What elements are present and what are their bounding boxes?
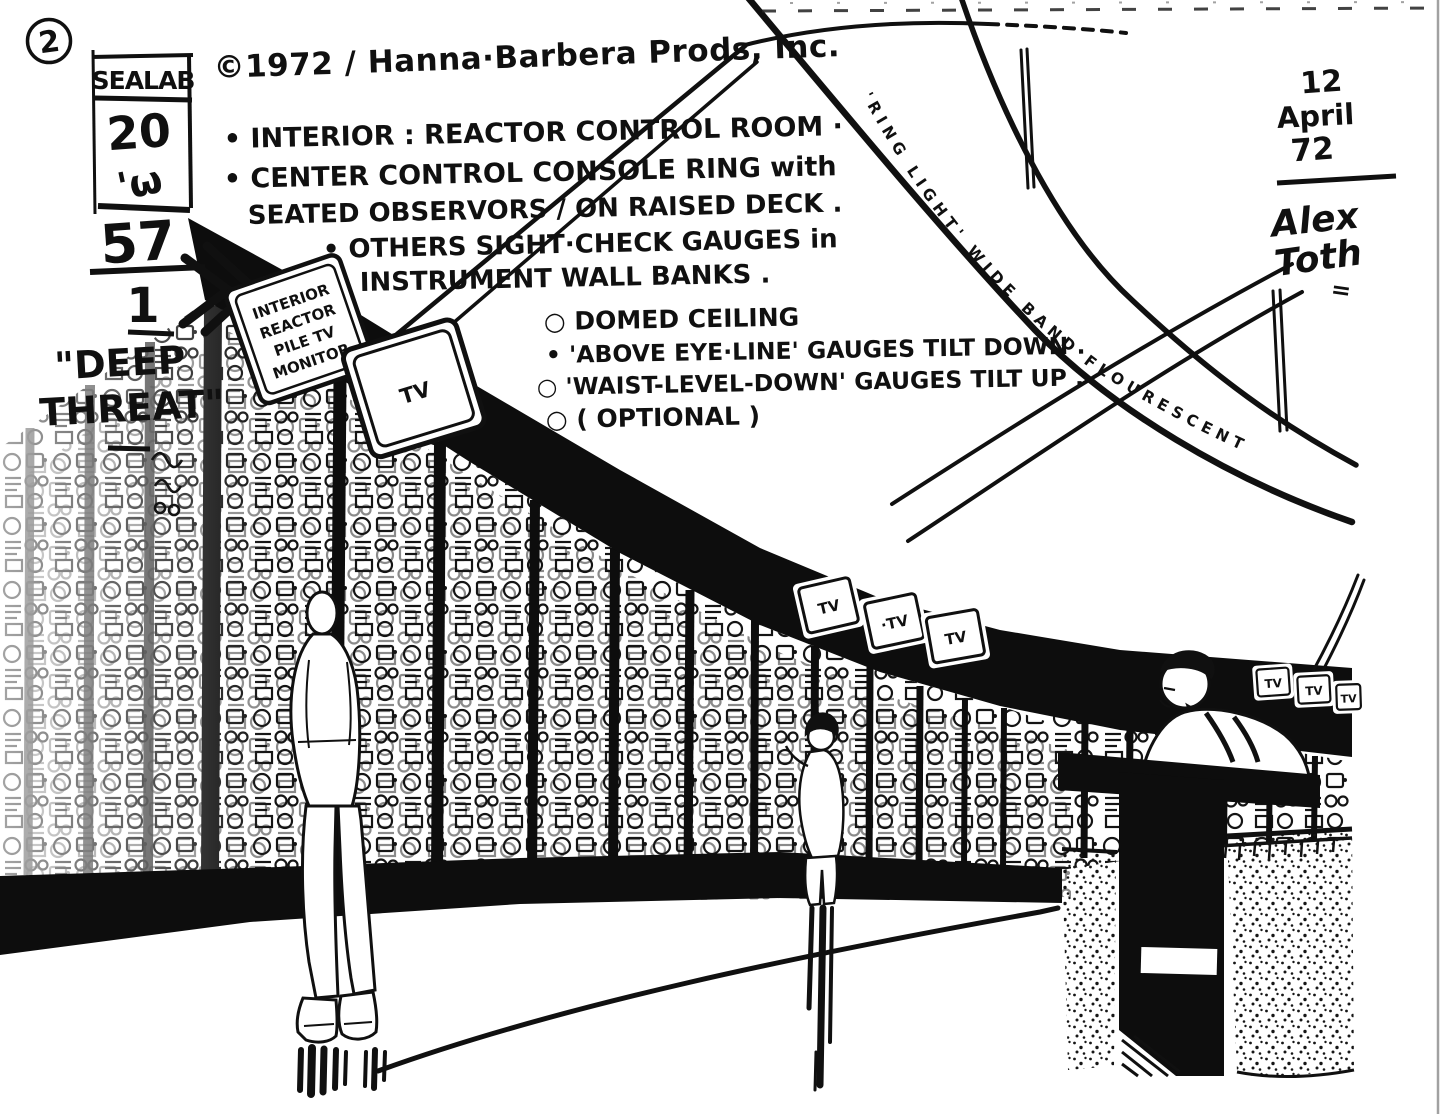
console-slot: [1140, 947, 1218, 975]
note-line-7: • 'ABOVE EYE·LINE' GAUGES TILT DOWN .: [546, 332, 1086, 369]
page-number-circled: 2: [25, 17, 73, 65]
ring-light-band: [745, 0, 1359, 526]
date-year: 72: [1290, 131, 1336, 170]
podium-pillar-left: [1061, 847, 1118, 1070]
left-figure-shadow-hatch: [297, 1044, 387, 1098]
center-figure-shadow-hatch: [806, 904, 834, 1092]
note-line-9: ○ ( OPTIONAL ): [546, 401, 761, 434]
date-day: 12: [1299, 64, 1343, 102]
torn-edge-marks: [789, 1, 1445, 4]
tv-monitor-right-2: TV: [1293, 671, 1335, 708]
scan-fade-overlay: [0, 300, 270, 880]
signature-mark: =: [1329, 275, 1353, 306]
show-code: SEALAB: [92, 66, 195, 95]
show-number-bottom: 'ω: [113, 157, 166, 209]
tv-monitor-center-1: TV: [792, 572, 865, 639]
control-console-podium: [1058, 752, 1355, 1079]
deck-edge-curve: [375, 905, 1061, 1074]
note-line-2: • CENTER CONTROL CONSOLE RING with: [223, 151, 836, 195]
floor-shadow-band: [0, 852, 1062, 955]
podium-hatch: [1121, 1034, 1181, 1078]
tv-monitor-large: TV: [340, 317, 487, 460]
tv-monitor-right-3: TV: [1332, 680, 1365, 714]
tv-label: TV: [1264, 676, 1283, 691]
note-line-8: ○ 'WAIST-LEVEL-DOWN' GAUGES TILT UP .: [537, 363, 1085, 401]
standing-observer-center: [784, 712, 845, 907]
pencil-scribbles: [150, 451, 184, 517]
reactor-pile-monitor-sign: INTERIOR REACTOR PILE TV MONITOR: [224, 253, 377, 406]
perforation-dashes: [761, 6, 1445, 13]
tv-monitor-right-1: TV: [1252, 663, 1295, 701]
note-line-1: • INTERIOR : REACTOR CONTROL ROOM ·: [223, 111, 843, 155]
episode-title-line2: THREAT": [38, 381, 225, 435]
note-line-5: INSTRUMENT WALL BANKS .: [360, 259, 771, 298]
tv-monitor-center-2: ·TV: [858, 588, 930, 654]
artist-signature-line1: Alex: [1266, 195, 1362, 245]
tv-label: TV: [1340, 692, 1357, 706]
production-box-frame: [91, 49, 194, 215]
tv-label: TV: [943, 627, 968, 649]
page-number: 2: [36, 24, 62, 62]
scene-number: 57: [98, 208, 177, 276]
standing-observer-left: [289, 590, 379, 1044]
copyright-line: ©1972 / Hanna·Barbera Prods, Inc.: [213, 28, 841, 86]
wall-cornice-band: [188, 218, 1352, 757]
episode-title-line1: "DEEP: [53, 338, 186, 389]
bg-number: 1: [126, 278, 159, 334]
tv-label: TV: [816, 596, 842, 619]
podium-pillar-right: [1226, 826, 1355, 1079]
tv-monitor-center-3: TV: [920, 604, 990, 669]
dome-cross-band: [890, 262, 1366, 678]
date-signature-block: 12 April 72 Alex Toth =: [1266, 64, 1397, 306]
date-month: April: [1276, 97, 1355, 135]
show-number-top: 20: [105, 103, 173, 161]
production-info-box: SEALAB 20 'ω 57 1 "DEEP THREAT": [38, 49, 226, 452]
dome-ceiling-lines: [394, 20, 1128, 351]
tv-label-dot: ·TV: [879, 611, 910, 634]
note-line-6: ○ DOMED CEILING: [544, 303, 800, 336]
tv-label: TV: [1305, 683, 1324, 698]
note-line-3: SEATED OBSERVORS / ON RAISED DECK .: [248, 189, 843, 231]
